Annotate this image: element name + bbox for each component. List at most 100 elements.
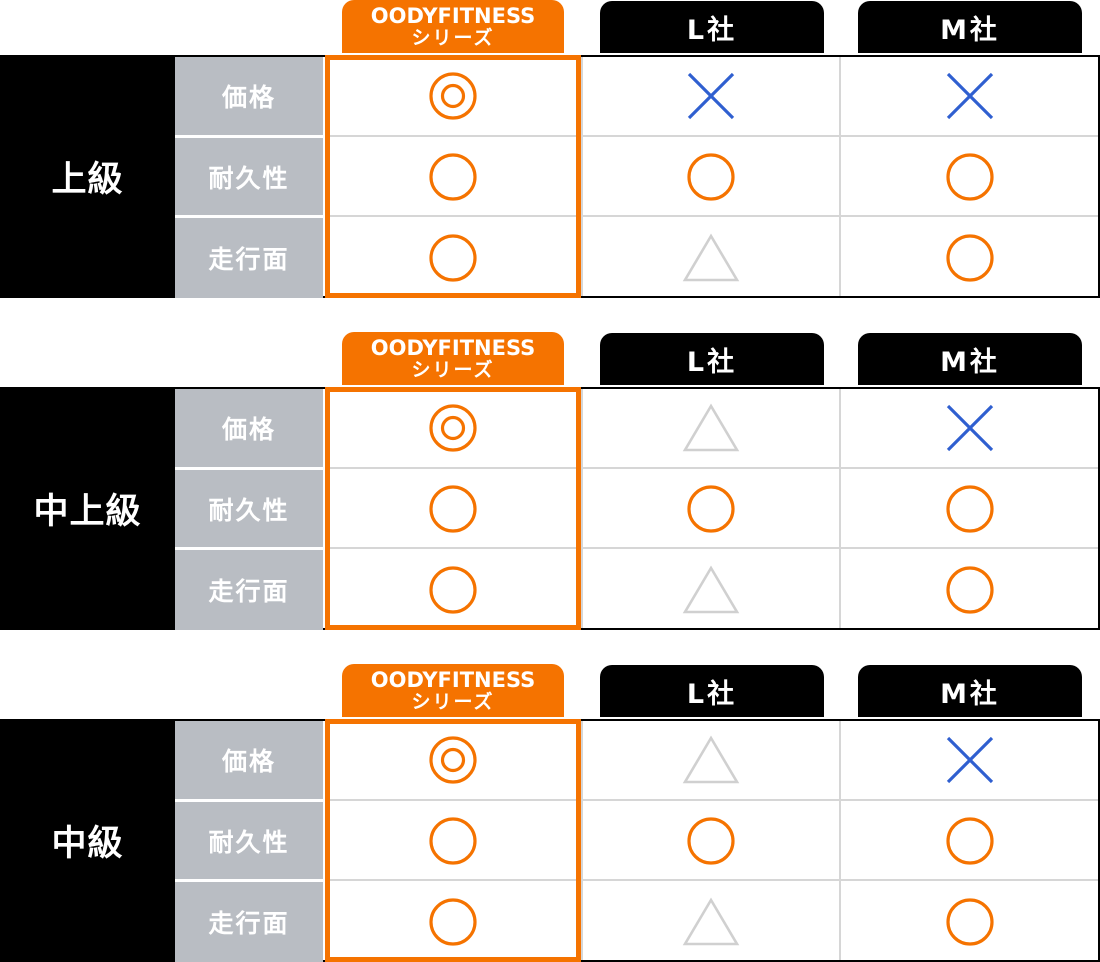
double-circle-icon (428, 736, 477, 784)
comparison-grid: 価格耐久性走行面 (175, 719, 1100, 962)
row-label: 耐久性 (175, 801, 323, 881)
header-m-company: M社 (858, 333, 1082, 385)
row-label: 価格 (175, 57, 323, 135)
row-divider (325, 135, 1100, 137)
header-m-company: M社 (858, 1, 1082, 53)
table-row: 耐久性 (175, 469, 1100, 549)
rating-cell-oody (325, 549, 580, 630)
comparison-grid: 価格耐久性走行面 (175, 387, 1100, 630)
triangle-icon (682, 403, 739, 452)
label-divider (175, 135, 323, 138)
rating-cell-l (583, 137, 838, 217)
header-oody-line2: シリーズ (411, 690, 495, 713)
column-divider (581, 721, 583, 960)
rating-cell-l (583, 389, 838, 467)
rating-cell-m (841, 881, 1098, 962)
row-label: 走行面 (175, 881, 323, 962)
column-divider (839, 57, 841, 296)
rating-cell-m (841, 389, 1098, 467)
label-divider (175, 547, 323, 550)
rating-cell-m (841, 137, 1098, 217)
double-circle-icon (428, 404, 477, 452)
table-row: 価格 (175, 721, 1100, 799)
circle-icon (686, 153, 735, 201)
row-label: 耐久性 (175, 137, 323, 217)
header-l-company: L社 (600, 333, 824, 385)
row-divider (325, 467, 1100, 469)
header-oody-line1: OODYFITNESS (370, 3, 536, 28)
circle-icon (428, 233, 477, 282)
rating-cell-oody (325, 389, 580, 467)
rating-cell-l (583, 549, 838, 630)
rating-cell-oody (325, 881, 580, 962)
header-oody-line1: OODYFITNESS (370, 335, 536, 360)
triangle-icon (682, 896, 739, 945)
rating-cell-m (841, 549, 1098, 630)
column-divider (839, 389, 841, 628)
triangle-icon (682, 735, 739, 784)
rating-cell-m (841, 217, 1098, 298)
rating-cell-m (841, 801, 1098, 881)
circle-icon (428, 897, 477, 946)
table-row: 走行面 (175, 217, 1100, 298)
header-oody-line1: OODYFITNESS (370, 667, 536, 692)
rating-cell-l (583, 881, 838, 962)
label-divider (175, 799, 323, 802)
row-label: 耐久性 (175, 469, 323, 549)
triangle-icon (682, 564, 739, 613)
label-divider (175, 879, 323, 882)
rating-cell-l (583, 217, 838, 298)
double-circle-icon (428, 72, 477, 120)
circle-icon (945, 565, 994, 614)
rating-cell-oody (325, 721, 580, 799)
circle-icon (686, 817, 735, 865)
row-divider (325, 799, 1100, 801)
column-divider (581, 57, 583, 296)
rating-cell-oody (325, 801, 580, 881)
rating-cell-l (583, 57, 838, 135)
circle-icon (945, 897, 994, 946)
level-label: 上級 (0, 55, 175, 298)
rating-cell-m (841, 57, 1098, 135)
table-row: 走行面 (175, 549, 1100, 630)
table-row: 価格 (175, 57, 1100, 135)
rating-cell-m (841, 721, 1098, 799)
cross-icon (946, 736, 993, 784)
table-right-border (1098, 721, 1100, 960)
rating-cell-oody (325, 469, 580, 549)
comparison-grid: 価格耐久性走行面 (175, 55, 1100, 298)
row-divider (325, 879, 1100, 881)
circle-icon (686, 485, 735, 533)
column-divider (581, 389, 583, 628)
cross-icon (946, 72, 993, 120)
row-divider (325, 547, 1100, 549)
table-row: 走行面 (175, 881, 1100, 962)
rating-cell-l (583, 801, 838, 881)
circle-icon (428, 817, 477, 865)
header-oody-line2: シリーズ (411, 26, 495, 49)
table-row: 耐久性 (175, 801, 1100, 881)
table-row: 価格 (175, 389, 1100, 467)
circle-icon (945, 817, 994, 865)
circle-icon (945, 233, 994, 282)
rating-cell-m (841, 469, 1098, 549)
rating-cell-l (583, 721, 838, 799)
header-oody-line2: シリーズ (411, 358, 495, 381)
circle-icon (428, 485, 477, 533)
level-label: 中級 (0, 719, 175, 962)
row-label: 価格 (175, 389, 323, 467)
table-row: 耐久性 (175, 137, 1100, 217)
row-label: 走行面 (175, 217, 323, 298)
circle-icon (428, 565, 477, 614)
row-divider (325, 215, 1100, 217)
rating-cell-l (583, 469, 838, 549)
label-divider (175, 215, 323, 218)
header-m-company: M社 (858, 665, 1082, 717)
triangle-icon (682, 232, 739, 281)
header-l-company: L社 (600, 665, 824, 717)
